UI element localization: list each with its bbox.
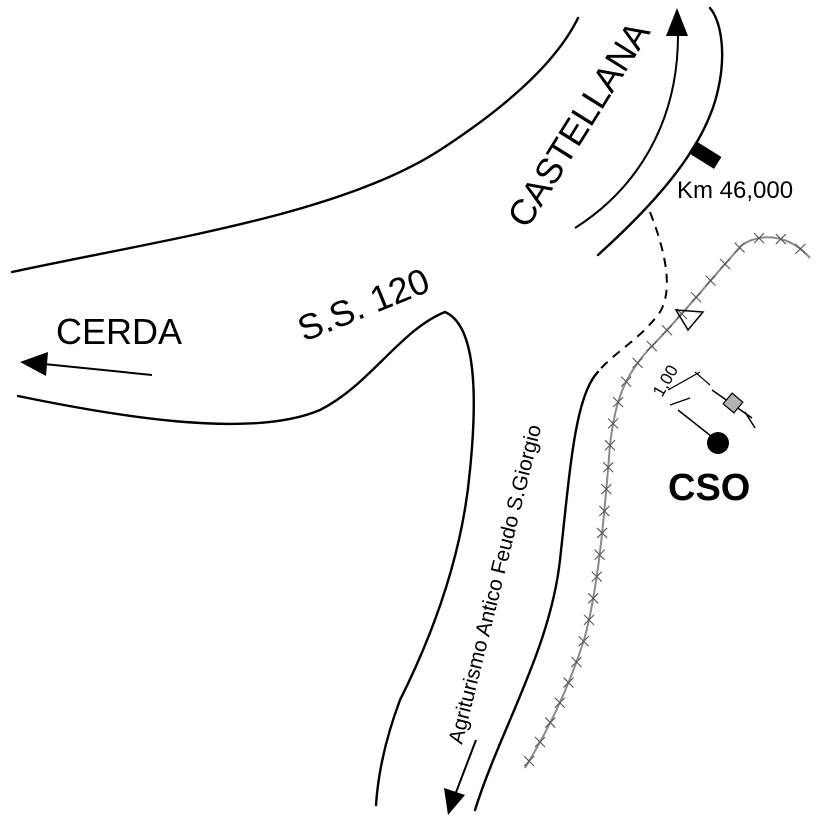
label-road-number: S.S. 120 xyxy=(292,260,435,350)
fence-cross xyxy=(604,439,616,451)
castellana-arrow-icon xyxy=(666,8,688,36)
fence-cross xyxy=(534,736,546,748)
fence-cross xyxy=(646,340,658,352)
dashed-track xyxy=(597,211,668,373)
ss120-north-edge xyxy=(10,16,580,274)
fence-cross xyxy=(734,242,746,253)
fence-cross xyxy=(578,635,589,647)
label-site: CSO xyxy=(668,467,750,509)
fence-cross xyxy=(598,505,610,517)
agriturismo-arrow-shaft xyxy=(454,739,477,796)
label-km-marker: Km 46,000 xyxy=(677,177,793,204)
fence-cross xyxy=(705,275,716,287)
ss120-south-edge-west xyxy=(16,310,447,426)
fence-crosses xyxy=(523,232,806,767)
fence-cross xyxy=(602,461,614,473)
fence-cross xyxy=(775,233,787,245)
fence-cross xyxy=(753,232,765,244)
label-cerda: CERDA xyxy=(56,311,182,352)
fence-cross xyxy=(587,592,599,604)
cerda-arrow-shaft xyxy=(43,363,153,376)
distance-dimension xyxy=(667,371,756,441)
survey-mark-icon xyxy=(722,392,744,414)
fence-cross xyxy=(632,357,644,369)
fence-cross xyxy=(571,656,582,668)
label-distance: 1,00 xyxy=(649,362,682,400)
side-road-east-edge xyxy=(473,370,600,812)
cerda-arrow-icon xyxy=(20,352,48,376)
fence-cross xyxy=(690,291,702,303)
fence-cross xyxy=(719,258,731,270)
fence-cross xyxy=(600,483,612,495)
fence-cross xyxy=(563,677,574,688)
fence-cross xyxy=(523,755,535,767)
ss120-south-edge-east xyxy=(596,6,724,257)
fence-cross xyxy=(612,396,624,408)
fence-direction-icon xyxy=(674,309,705,332)
fence-cross xyxy=(661,324,673,336)
fence-cross xyxy=(620,376,632,388)
fence-cross xyxy=(583,614,595,626)
km-marker-icon xyxy=(688,141,722,169)
fence-cross xyxy=(554,697,566,709)
site-marker-icon xyxy=(707,432,729,454)
fence-cross xyxy=(591,571,603,582)
fence-cross xyxy=(607,418,619,429)
castellana-arrow-shaft xyxy=(574,34,679,229)
fence-cross xyxy=(594,549,606,561)
label-side-road: Agriturismo Antico Feudo S.Giorgio xyxy=(445,422,547,746)
label-castellana: CASTELLANA xyxy=(499,14,658,234)
fence-cross xyxy=(544,717,556,728)
side-road-west-edge xyxy=(374,310,475,807)
fence-cross xyxy=(596,527,608,539)
fence-cross xyxy=(794,243,806,255)
agriturismo-arrow-icon xyxy=(444,788,465,815)
